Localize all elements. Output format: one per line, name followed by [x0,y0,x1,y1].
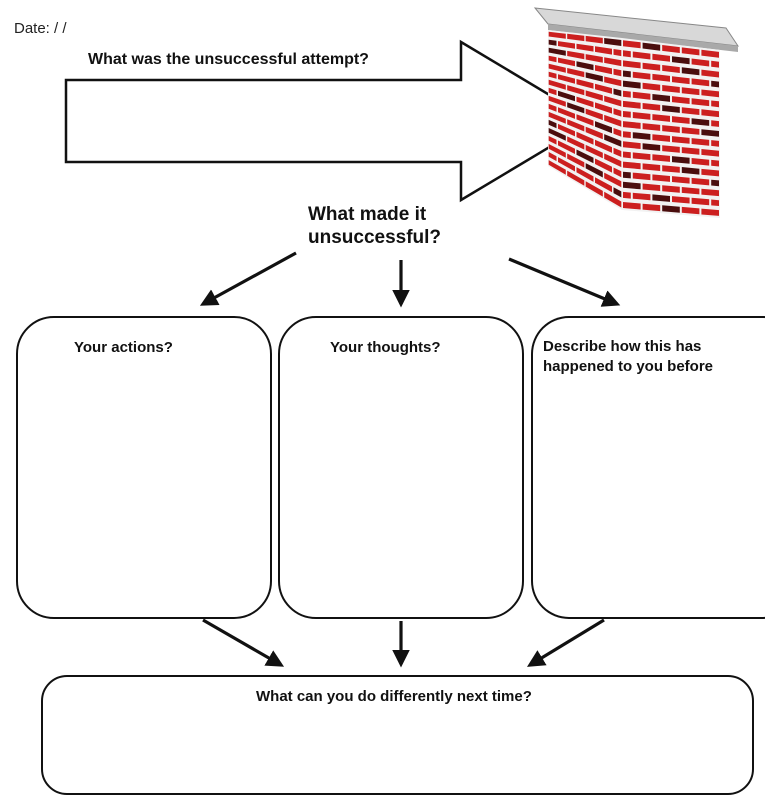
down-arrow-icon [508,257,621,307]
cause-prompt: What made it unsuccessful? [308,203,508,249]
next-time-title: What can you do differently next time? [256,688,532,705]
history-box-title-line1: Describe how this has [543,338,702,355]
cause-prompt-line2: unsuccessful? [308,227,442,249]
attempt-prompt: What was the unsuccessful attempt? [88,51,369,68]
history-answer-box[interactable] [531,316,765,619]
thoughts-answer-box[interactable] [278,316,524,619]
down-arrow-icon [199,251,297,306]
thoughts-box-title: Your thoughts? [330,339,441,356]
actions-box-title: Your actions? [74,339,173,356]
down-arrow-icon [202,618,285,667]
actions-answer-box[interactable] [16,316,272,619]
down-arrow-icon [526,618,605,667]
history-box-title: Describe how this has happened to you be… [543,337,713,376]
big-arrow-icon [64,39,596,203]
history-box-title-line2: happened to you before [543,357,714,375]
brick-wall-icon [533,7,740,218]
cause-prompt-line1: What made it [308,204,427,225]
next-time-answer-box[interactable] [41,675,754,795]
date-label: Date: / / [14,20,67,37]
